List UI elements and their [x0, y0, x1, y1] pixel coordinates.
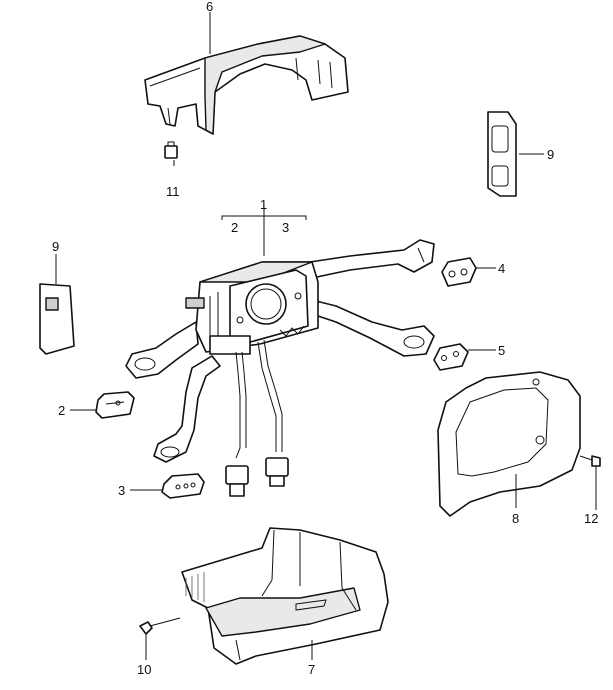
side-trim-panel [437, 371, 581, 517]
callout-4: 4 [498, 261, 505, 276]
callout-2-group: 2 [231, 220, 238, 235]
switch-knob-2 [95, 391, 135, 419]
callout-labels: 6 11 1 2 3 9 9 4 5 2 3 8 12 10 7 [52, 0, 598, 677]
callout-8: 8 [512, 511, 519, 526]
shroud-clip [164, 141, 178, 159]
callout-9-right: 9 [547, 147, 554, 162]
callout-3: 3 [118, 483, 125, 498]
combination-switch-assembly [125, 239, 435, 497]
switch-cover-right [487, 111, 517, 197]
callout-7: 7 [308, 662, 315, 677]
callout-1: 1 [260, 197, 267, 212]
lower-column-shroud [181, 527, 389, 665]
switch-knob-4 [441, 257, 477, 287]
screw-12 [579, 455, 601, 467]
callout-3-group: 3 [282, 220, 289, 235]
callout-11: 11 [166, 184, 180, 199]
screw-10 [139, 617, 181, 635]
switch-cover-left [39, 283, 75, 355]
callout-12: 12 [584, 511, 598, 526]
callout-2: 2 [58, 403, 65, 418]
callout-9-left: 9 [52, 239, 59, 254]
leader-lines [55, 12, 597, 660]
switch-knob-3 [161, 473, 205, 499]
upper-column-shroud [144, 35, 349, 135]
callout-6: 6 [206, 0, 213, 14]
callout-10: 10 [137, 662, 151, 677]
switch-knob-5 [433, 343, 469, 371]
callout-5: 5 [498, 343, 505, 358]
